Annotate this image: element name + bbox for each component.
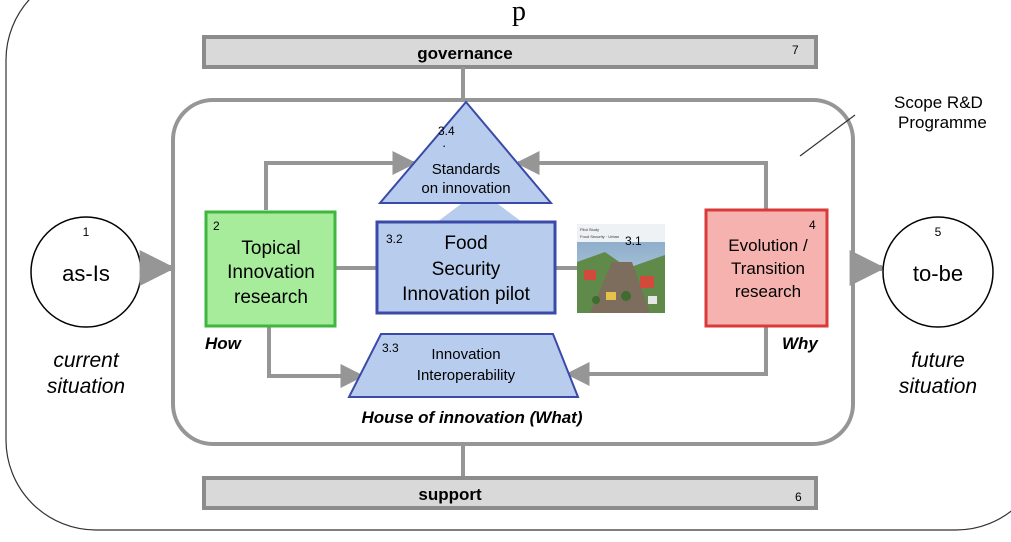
standards-number: 3.4	[438, 124, 455, 138]
standards-line2: on innovation	[421, 180, 510, 197]
evolution-line3: research	[735, 282, 801, 301]
food-security-box: 3.2 Food Security Innovation pilot	[375, 220, 557, 315]
to-be-node: 5 to-be	[882, 216, 994, 328]
evolution-research-box: 4 Evolution / Transition research	[704, 208, 829, 328]
food-line1: Food	[444, 233, 487, 254]
to-be-label: to-be	[913, 261, 963, 286]
as-is-node: 1 as-Is	[30, 216, 142, 328]
house-of-innovation-caption: House of innovation (What)	[362, 408, 583, 427]
top-title-fragment: p	[512, 0, 526, 27]
standards-triangle: 3.4 · Standards on innovation	[377, 100, 554, 204]
pilot-image-tiny-line1: Pilot Study	[580, 227, 599, 232]
why-caption: Why	[782, 334, 819, 353]
topical-line2: Innovation	[227, 262, 315, 283]
food-line2: Security	[432, 259, 501, 280]
scope-label-line1: Scope R&D	[894, 93, 983, 112]
how-caption: How	[205, 334, 243, 353]
evolution-to-interop-connector	[565, 326, 768, 386]
evolution-to-standards-connector	[515, 151, 768, 210]
support-bar: support 6	[202, 476, 818, 510]
scope-pointer	[799, 114, 856, 157]
interop-trapezoid: 3.3 Innovation Interoperability	[347, 333, 580, 398]
support-label: support	[418, 485, 482, 504]
interop-line1: Innovation	[431, 346, 500, 363]
as-is-number: 1	[83, 225, 90, 239]
support-number: 6	[795, 490, 802, 504]
standards-line1: Standards	[432, 161, 500, 178]
pilot-image-number: 3.1	[625, 234, 642, 248]
topical-line3: research	[234, 287, 308, 308]
as-is-caption-line2: situation	[47, 375, 125, 398]
to-be-number: 5	[935, 225, 942, 239]
topical-line1: Topical	[241, 238, 300, 259]
to-be-caption-line1: future	[911, 349, 965, 372]
to-be-caption-line2: situation	[899, 375, 977, 398]
food-number: 3.2	[386, 232, 403, 246]
governance-number: 7	[792, 43, 799, 57]
food-line3: Innovation pilot	[402, 284, 531, 305]
as-is-label: as-Is	[62, 261, 110, 286]
outer-frame	[5, 0, 1011, 531]
interop-line2: Interoperability	[417, 367, 516, 384]
topical-number: 2	[213, 219, 220, 233]
interop-number: 3.3	[382, 341, 399, 355]
evolution-number: 4	[809, 218, 816, 232]
governance-label: governance	[417, 44, 512, 63]
standards-dot: ·	[442, 138, 446, 153]
evolution-line2: Transition	[731, 259, 805, 278]
as-is-caption-line1: current	[53, 349, 120, 372]
topical-research-box: 2 Topical Innovation research	[204, 210, 337, 328]
scope-label-line2: Programme	[898, 113, 987, 132]
pilot-image-tiny-line2: Food Security · Urban	[580, 234, 619, 239]
evolution-line1: Evolution /	[728, 236, 808, 255]
topical-to-interop-connector	[267, 326, 365, 388]
standards-food-link	[437, 204, 522, 222]
pilot-study-image: Pilot Study Food Security · Urban 3.1	[577, 224, 665, 313]
topical-to-standards-connector	[264, 151, 417, 210]
governance-bar: governance 7	[202, 35, 818, 69]
